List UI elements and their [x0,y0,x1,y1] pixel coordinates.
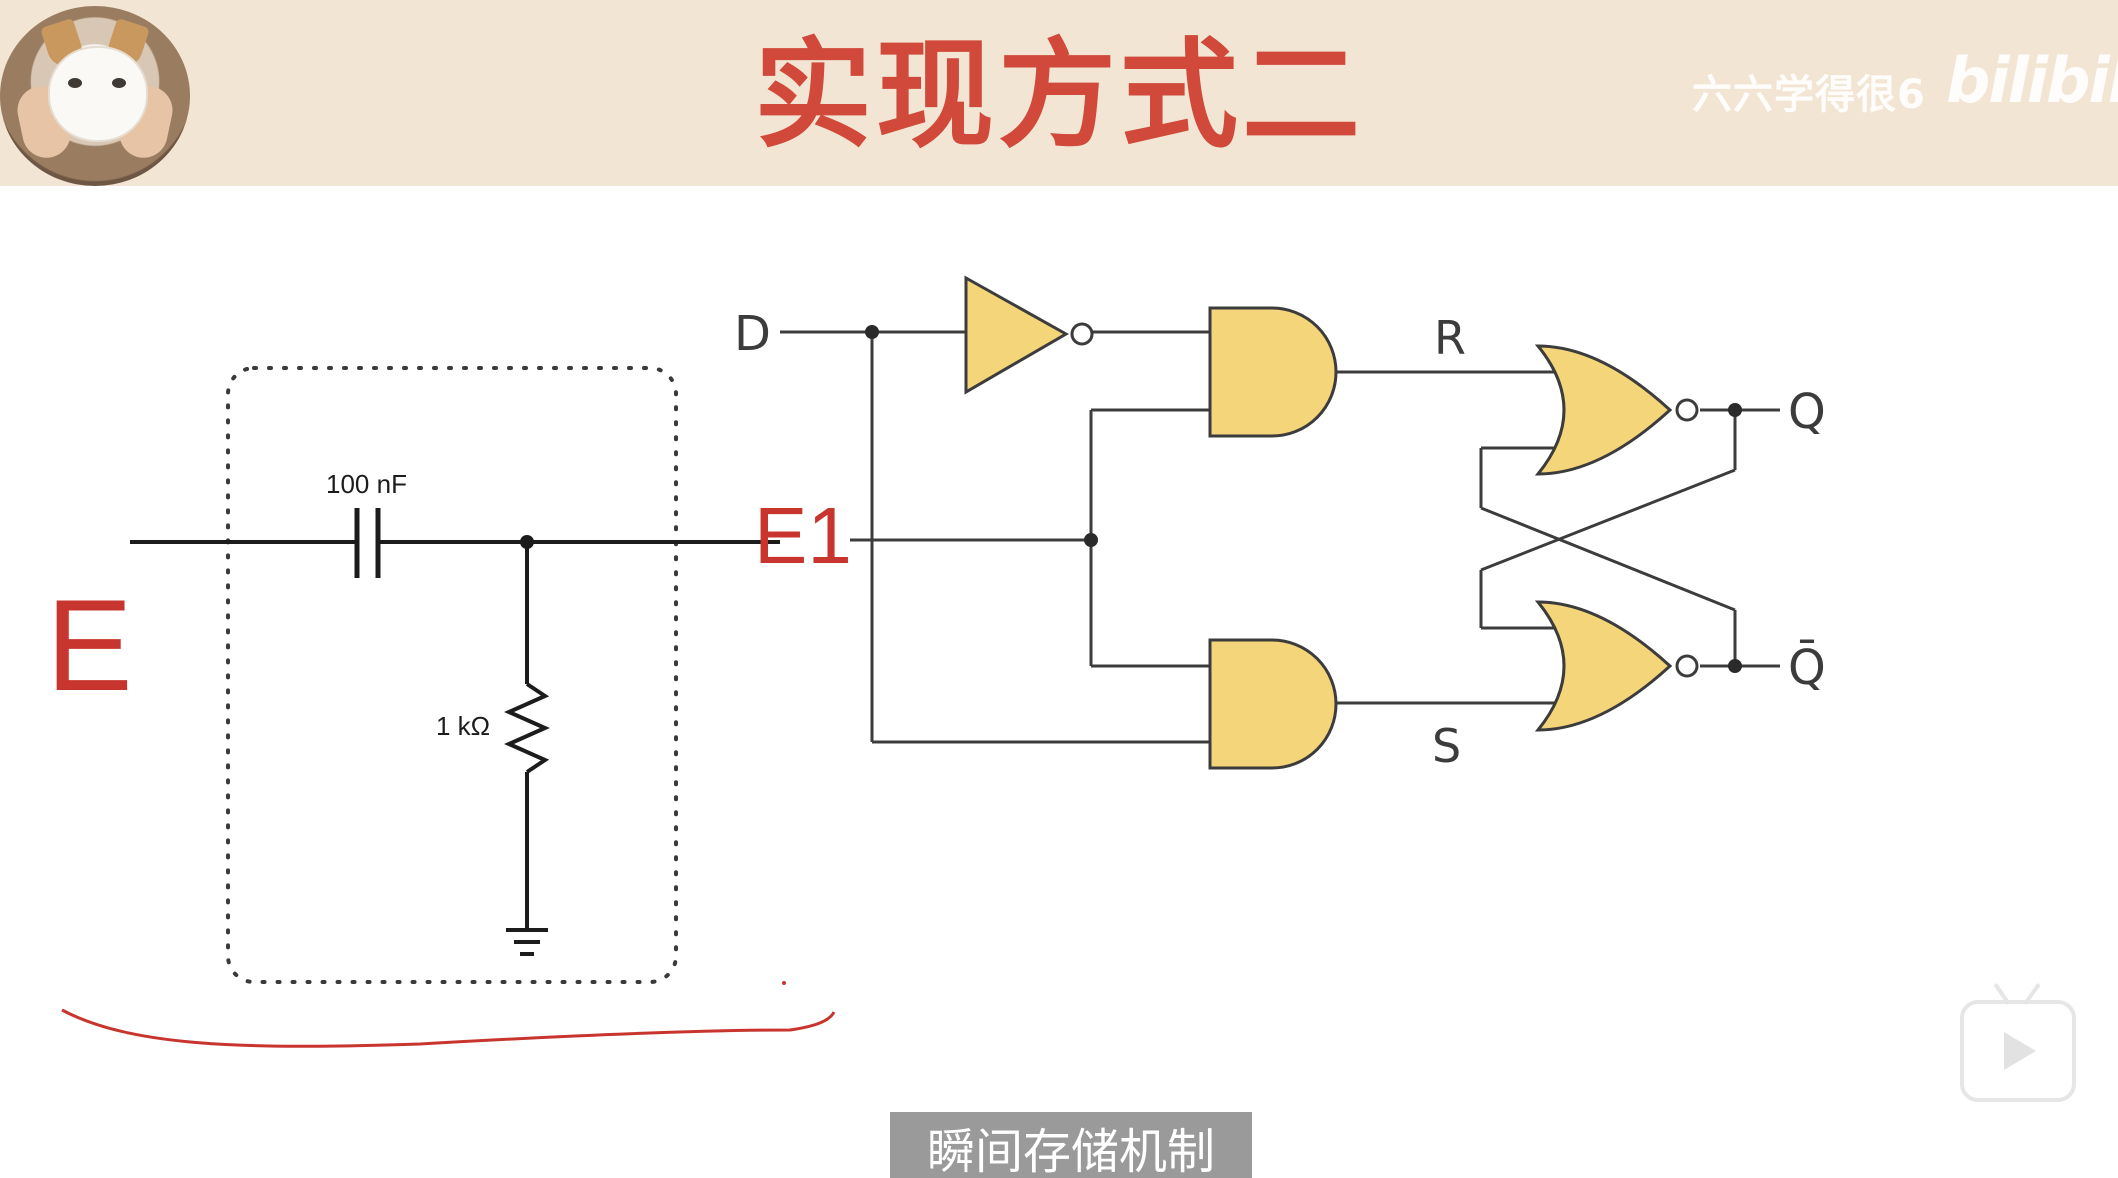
label-qbar: Q̄ [1788,639,1826,696]
red-dot-annotation [782,981,786,985]
logic-wires [780,330,1780,744]
logic-junction-dots [865,325,1742,673]
label-input-e: E [46,572,133,718]
label-r: R [1434,311,1466,365]
and-gate-top [1208,306,1338,438]
junction-dot [520,535,534,549]
avatar [0,6,190,186]
resistor [504,542,550,928]
page-title: 实现方式二 [753,26,1364,164]
label-capacitor: 100 nF [326,469,407,499]
bilibili-logo: bilibili [1946,44,2118,117]
red-underline-annotation [61,1008,836,1048]
or-gate-top [1534,344,1699,476]
header-banner [0,0,2118,186]
play-icon [2004,1032,2036,1070]
and-gate-bottom [1208,638,1338,770]
subtitle-caption: 瞬间存储机制 [890,1112,1252,1178]
channel-watermark: 六六学得很6 [1692,72,1926,118]
label-s: S [1432,719,1461,773]
capacitor [354,508,381,578]
or-gate-bottom [1534,600,1699,732]
label-resistor: 1 kΩ [436,711,490,741]
not-gate [964,275,1094,395]
rc-circuit-box [226,366,678,984]
cat-face-icon [48,46,148,142]
label-d: D [734,306,771,362]
label-q: Q [1788,384,1826,440]
play-button[interactable] [1960,983,2076,1102]
ground-icon [506,928,548,956]
label-output-e1: E1 [754,491,852,580]
